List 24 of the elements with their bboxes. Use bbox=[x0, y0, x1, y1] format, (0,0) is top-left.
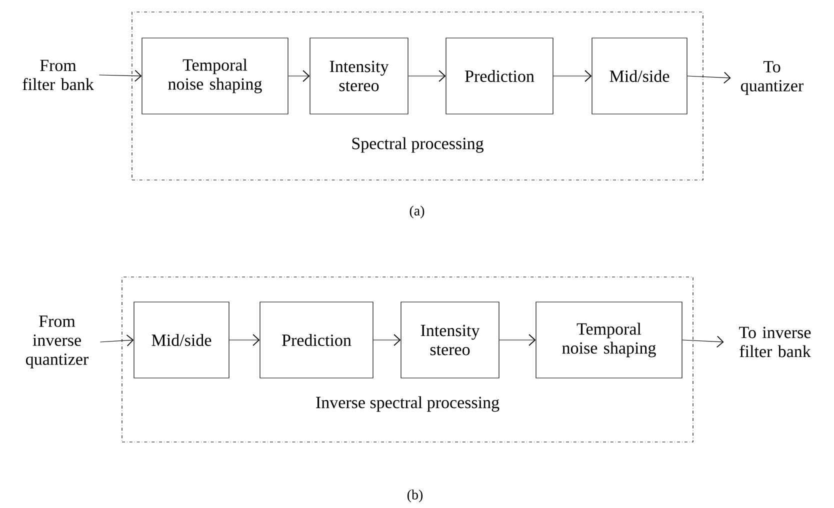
process-box: Mid/side bbox=[592, 38, 688, 114]
process-box: Prediction bbox=[446, 38, 554, 114]
arrow bbox=[373, 334, 401, 346]
arrow bbox=[408, 70, 446, 82]
panel-label: (a) bbox=[410, 206, 424, 218]
arrow bbox=[229, 334, 260, 346]
arrow bbox=[98, 70, 142, 82]
process-box: Prediction bbox=[260, 302, 374, 378]
process-box: Intensity stereo bbox=[400, 302, 500, 378]
side-text: To quantizer bbox=[741, 61, 804, 95]
arrow bbox=[100, 334, 134, 346]
arrow bbox=[687, 72, 731, 84]
side-text: To inverse filter bank bbox=[739, 326, 811, 358]
arrow bbox=[499, 334, 536, 346]
process-box: Mid/side bbox=[134, 302, 230, 378]
process-box: Temporal noise shaping bbox=[142, 38, 288, 114]
panel-label: (b) bbox=[407, 490, 423, 502]
arrow bbox=[682, 336, 724, 348]
side-text: From filter bank bbox=[22, 60, 94, 90]
arrow bbox=[553, 70, 592, 82]
side-text: From inverse quantizer bbox=[26, 316, 88, 368]
process-box: Intensity stereo bbox=[310, 38, 408, 114]
arrow bbox=[288, 70, 310, 82]
process-box: Temporal noise shaping bbox=[536, 302, 682, 378]
